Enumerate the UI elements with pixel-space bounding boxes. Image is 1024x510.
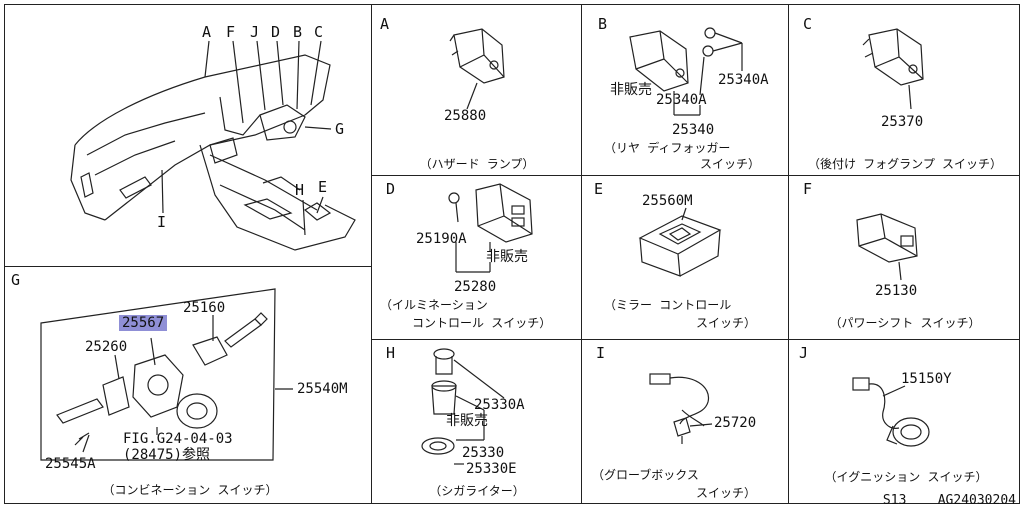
power-shift-switch-drawing: [856, 213, 918, 281]
dashboard-drawing: [70, 40, 356, 251]
panel-i-caption-line1: （グローブボックス: [592, 468, 699, 482]
figure-reference[interactable]: FIG.G24-04-03: [123, 431, 233, 447]
rear-defogger-switch-drawing: [629, 27, 743, 116]
panel-j: J 15150Y （イグニッション スイッチ）: [788, 339, 1020, 504]
panel-b-caption-line1: （リヤ ディフォッガー: [604, 141, 731, 155]
panel-f: F 25130 （パワーシフト スイッチ）: [788, 175, 1020, 340]
panel-e-letter: E: [594, 180, 604, 198]
panel-c-letter: C: [803, 15, 813, 33]
panel-e: E 25560M （ミラー コントロール スイッチ）: [581, 175, 789, 340]
panel-i: I 25720 （グローブボックス スイッチ）: [581, 339, 789, 504]
part-25190a[interactable]: 25190A: [416, 231, 467, 247]
panel-j-letter: J: [799, 344, 809, 362]
part-25560m[interactable]: 25560M: [642, 193, 693, 209]
not-sold-note-d: 非販売: [486, 249, 528, 265]
overview-label-d: D: [271, 23, 281, 41]
overview-panel: A F J D B C G I H E: [4, 4, 372, 267]
panel-h-letter: H: [386, 344, 396, 362]
panel-d: D 25190A 非販売 25280 （イルミネーション コントロール スイッチ…: [371, 175, 582, 340]
combination-switch-drawing: [40, 288, 293, 461]
part-25330[interactable]: 25330: [462, 445, 505, 461]
part-25340a-upper[interactable]: 25340A: [718, 72, 769, 88]
panel-a-caption: （ハザード ランプ）: [419, 157, 535, 171]
hazard-switch-drawing: [449, 28, 505, 110]
panel-i-letter: I: [596, 344, 606, 362]
panel-c: C 25370 （後付け フォグランプ スイッチ）: [788, 4, 1020, 176]
fog-lamp-switch-drawing: [862, 28, 924, 110]
part-25540m[interactable]: 25540M: [297, 381, 348, 397]
mirror-control-switch-drawing: [638, 207, 722, 277]
part-25260[interactable]: 25260: [85, 339, 128, 355]
panel-i-caption-line2: スイッチ）: [696, 486, 757, 500]
figure-id: AG24030204: [937, 493, 1016, 508]
part-25160[interactable]: 25160: [183, 300, 226, 316]
panel-e-caption-line2: スイッチ）: [696, 316, 757, 330]
part-25340[interactable]: 25340: [672, 122, 715, 138]
not-sold-note-b: 非販売: [610, 82, 652, 98]
panel-f-letter: F: [803, 180, 813, 198]
panel-f-caption: （パワーシフト スイッチ）: [829, 316, 981, 330]
panel-e-caption-line1: （ミラー コントロール: [604, 298, 732, 312]
glove-box-switch-drawing: [649, 373, 713, 444]
panel-d-letter: D: [386, 180, 396, 198]
panel-c-caption: （後付け フォグランプ スイッチ）: [807, 157, 1003, 171]
panel-g-caption: （コンビネーション スイッチ）: [102, 483, 278, 497]
part-25370[interactable]: 25370: [881, 114, 924, 130]
overview-label-b: B: [293, 23, 303, 41]
part-25130[interactable]: 25130: [875, 283, 918, 299]
overview-label-j: J: [250, 23, 260, 41]
part-25280[interactable]: 25280: [454, 279, 497, 295]
figure-code: S13 AG24030204: [883, 493, 1016, 508]
illumination-control-switch-drawing: [448, 183, 533, 273]
part-25330e[interactable]: 25330E: [466, 461, 517, 477]
panel-g-letter: G: [11, 271, 21, 289]
part-15150y[interactable]: 15150Y: [901, 371, 952, 387]
part-25340a-lower[interactable]: 25340A: [656, 92, 707, 108]
overview-label-a: A: [202, 23, 212, 41]
panel-a: A 25880 （ハザード ランプ）: [371, 4, 582, 176]
panel-j-caption: （イグニッション スイッチ）: [824, 470, 988, 484]
overview-label-h: H: [295, 181, 305, 199]
ignition-switch-drawing: [852, 377, 930, 447]
panel-b: B 25340A 非販売 25340A 25340 （リヤ ディフォッガー スイ…: [581, 4, 789, 176]
part-25330a[interactable]: 25330A: [474, 397, 525, 413]
sheet-code: S13: [882, 493, 907, 508]
overview-label-c: C: [314, 23, 324, 41]
panel-d-caption-line1: （イルミネーション: [380, 298, 488, 312]
part-25567[interactable]: 25567: [119, 315, 168, 331]
part-25720[interactable]: 25720: [714, 415, 757, 431]
panel-d-caption-line2: コントロール スイッチ）: [412, 316, 552, 330]
overview-label-i: I: [157, 213, 167, 231]
cigarette-lighter-drawing: [421, 348, 505, 465]
not-sold-note-h: 非販売: [446, 413, 488, 429]
panel-g: G 25567 2516: [4, 266, 372, 504]
overview-label-e: E: [318, 178, 328, 196]
panel-h: H 25330A 非販売 25330 25330E （シガライター）: [371, 339, 582, 504]
part-25545a[interactable]: 25545A: [45, 456, 96, 472]
panel-b-letter: B: [598, 15, 608, 33]
figure-reference-note: (28475)参照: [123, 447, 211, 463]
overview-label-f: F: [226, 23, 236, 41]
panel-b-caption-line2: スイッチ）: [700, 157, 761, 171]
panel-a-letter: A: [380, 15, 390, 33]
panel-h-caption: （シガライター）: [429, 484, 525, 498]
overview-label-g: G: [335, 120, 345, 138]
part-25880[interactable]: 25880: [444, 108, 487, 124]
